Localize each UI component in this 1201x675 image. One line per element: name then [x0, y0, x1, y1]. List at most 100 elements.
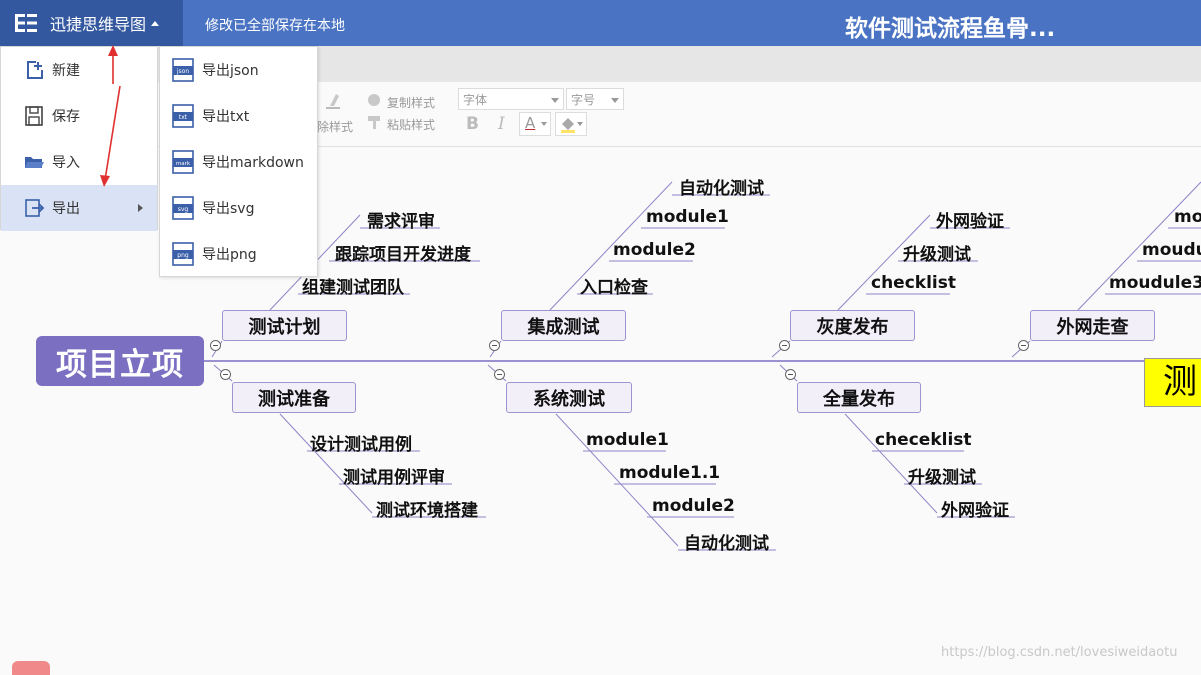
italic-button[interactable]: I: [498, 114, 505, 134]
paste-style-button[interactable]: 粘贴样式: [387, 118, 436, 132]
collapse-toggle-icon[interactable]: [494, 369, 505, 380]
save-status: 修改已全部保存在本地: [205, 18, 345, 34]
leaf-node[interactable]: 外网验证: [936, 212, 1004, 232]
eraser-icon[interactable]: [322, 90, 344, 112]
submenu-item-label: 导出markdown: [202, 155, 304, 171]
submenu-item-label: 导出txt: [202, 109, 250, 125]
branch-node[interactable]: 系统测试: [506, 382, 632, 413]
leaf-node[interactable]: 自动化测试: [684, 534, 769, 554]
leaf-node[interactable]: 跟踪项目开发进度: [335, 245, 471, 265]
file-badge-text: json: [176, 68, 189, 75]
chevron-down-icon: [551, 98, 559, 103]
leaf-node[interactable]: module1: [646, 207, 729, 227]
font-color-label: A: [525, 114, 536, 132]
txt-file-icon: txt: [172, 104, 194, 128]
export-icon: [25, 199, 45, 217]
branch-node[interactable]: 灰度发布: [790, 310, 915, 341]
collapse-toggle-icon[interactable]: [210, 340, 221, 351]
font-family-value: 字体: [463, 93, 488, 107]
svg-file-icon: svg: [172, 196, 194, 220]
file-badge-text: png: [177, 252, 189, 259]
submenu-item-label: 导出json: [202, 63, 259, 79]
leaf-node[interactable]: checeklist: [875, 430, 972, 450]
leaf-node[interactable]: module1: [586, 430, 669, 450]
leaf-node[interactable]: mo: [1174, 207, 1201, 227]
document-title[interactable]: 软件测试流程鱼骨...: [845, 16, 1056, 42]
png-file-icon: png: [172, 242, 194, 266]
export-submenu: json 导出json txt 导出txt mark 导出markdown sv…: [159, 46, 318, 277]
file-badge-text: txt: [179, 114, 188, 121]
paint-bucket-icon: [561, 118, 575, 133]
leaf-node[interactable]: 外网验证: [941, 501, 1009, 521]
export-svg-item[interactable]: svg 导出svg: [160, 185, 317, 231]
collapse-toggle-icon[interactable]: [489, 340, 500, 351]
export-png-item[interactable]: png 导出png: [160, 231, 317, 277]
folder-open-icon: [25, 157, 44, 168]
menu-item-import[interactable]: 导入: [1, 139, 157, 185]
chevron-down-icon: [611, 98, 619, 103]
leaf-node[interactable]: moudule3: [1109, 273, 1201, 293]
leaf-node[interactable]: 入口检查: [580, 278, 648, 298]
leaf-node[interactable]: 测试用例评审: [343, 468, 445, 488]
font-family-select[interactable]: 字体: [458, 88, 564, 110]
menu-item-label: 导入: [52, 155, 80, 171]
app-menu-button[interactable]: 迅捷思维导图: [0, 0, 183, 46]
chevron-down-icon: [577, 122, 583, 126]
leaf-node[interactable]: 自动化测试: [679, 179, 764, 199]
leaf-node[interactable]: module1.1: [619, 463, 721, 483]
json-file-icon: json: [172, 58, 194, 82]
collapse-toggle-icon[interactable]: [785, 369, 796, 380]
watermark-text: https://blog.csdn.net/lovesiweidaotu: [941, 645, 1178, 660]
caret-up-icon: [151, 20, 160, 26]
bold-button[interactable]: B: [466, 114, 479, 134]
submenu-item-label: 导出png: [202, 247, 257, 263]
mindmap-logo-icon: [15, 14, 37, 32]
branch-node[interactable]: 测试准备: [232, 382, 356, 413]
leaf-node[interactable]: 需求评审: [367, 212, 435, 232]
menu-item-new[interactable]: 新建: [1, 47, 157, 93]
branch-node[interactable]: 外网走查: [1030, 310, 1155, 341]
collapse-toggle-icon[interactable]: [779, 340, 790, 351]
leaf-node[interactable]: checklist: [871, 273, 956, 293]
leaf-node[interactable]: moudu: [1142, 240, 1201, 260]
leaf-node[interactable]: 组建测试团队: [302, 278, 404, 298]
collapse-toggle-icon[interactable]: [1018, 340, 1029, 351]
new-file-icon: [27, 61, 43, 79]
file-badge-text: svg: [178, 206, 189, 213]
top-bar: 迅捷思维导图 修改已全部保存在本地 软件测试流程鱼骨...: [0, 0, 1201, 46]
menu-item-label: 保存: [52, 109, 80, 125]
app-name: 迅捷思维导图: [50, 15, 147, 34]
font-color-button[interactable]: A: [519, 112, 551, 136]
font-size-value: 字号: [571, 93, 596, 107]
menu-item-export[interactable]: 导出: [1, 185, 157, 231]
leaf-node[interactable]: module2: [652, 496, 735, 516]
leaf-node[interactable]: 设计测试用例: [310, 435, 412, 455]
root-node[interactable]: 项目立项: [36, 336, 204, 386]
leaf-node[interactable]: 升级测试: [908, 468, 976, 488]
fill-color-button[interactable]: [555, 112, 587, 136]
file-badge-text: mark: [176, 161, 191, 167]
copy-style-button[interactable]: 复制样式: [387, 96, 436, 110]
leaf-node[interactable]: module2: [613, 240, 696, 260]
fish-head-node[interactable]: 测: [1144, 358, 1201, 407]
markdown-file-icon: mark: [172, 150, 194, 174]
save-icon: [25, 106, 43, 126]
collapse-toggle-icon[interactable]: [220, 369, 231, 380]
paint-icon: [368, 94, 380, 106]
leaf-node[interactable]: 升级测试: [903, 245, 971, 265]
export-markdown-item[interactable]: mark 导出markdown: [160, 139, 317, 185]
clear-style-button[interactable]: 除样式: [317, 120, 354, 134]
export-json-item[interactable]: json 导出json: [160, 47, 317, 93]
chevron-right-icon: [138, 204, 143, 212]
floating-corner-tab[interactable]: [12, 661, 50, 675]
menu-item-save[interactable]: 保存: [1, 93, 157, 139]
font-size-select[interactable]: 字号: [566, 88, 624, 110]
branch-node[interactable]: 集成测试: [501, 310, 626, 341]
branch-node[interactable]: 全量发布: [797, 382, 921, 413]
export-txt-item[interactable]: txt 导出txt: [160, 93, 317, 139]
leaf-node[interactable]: 测试环境搭建: [376, 501, 478, 521]
submenu-item-label: 导出svg: [202, 201, 255, 217]
branch-node[interactable]: 测试计划: [222, 310, 347, 341]
